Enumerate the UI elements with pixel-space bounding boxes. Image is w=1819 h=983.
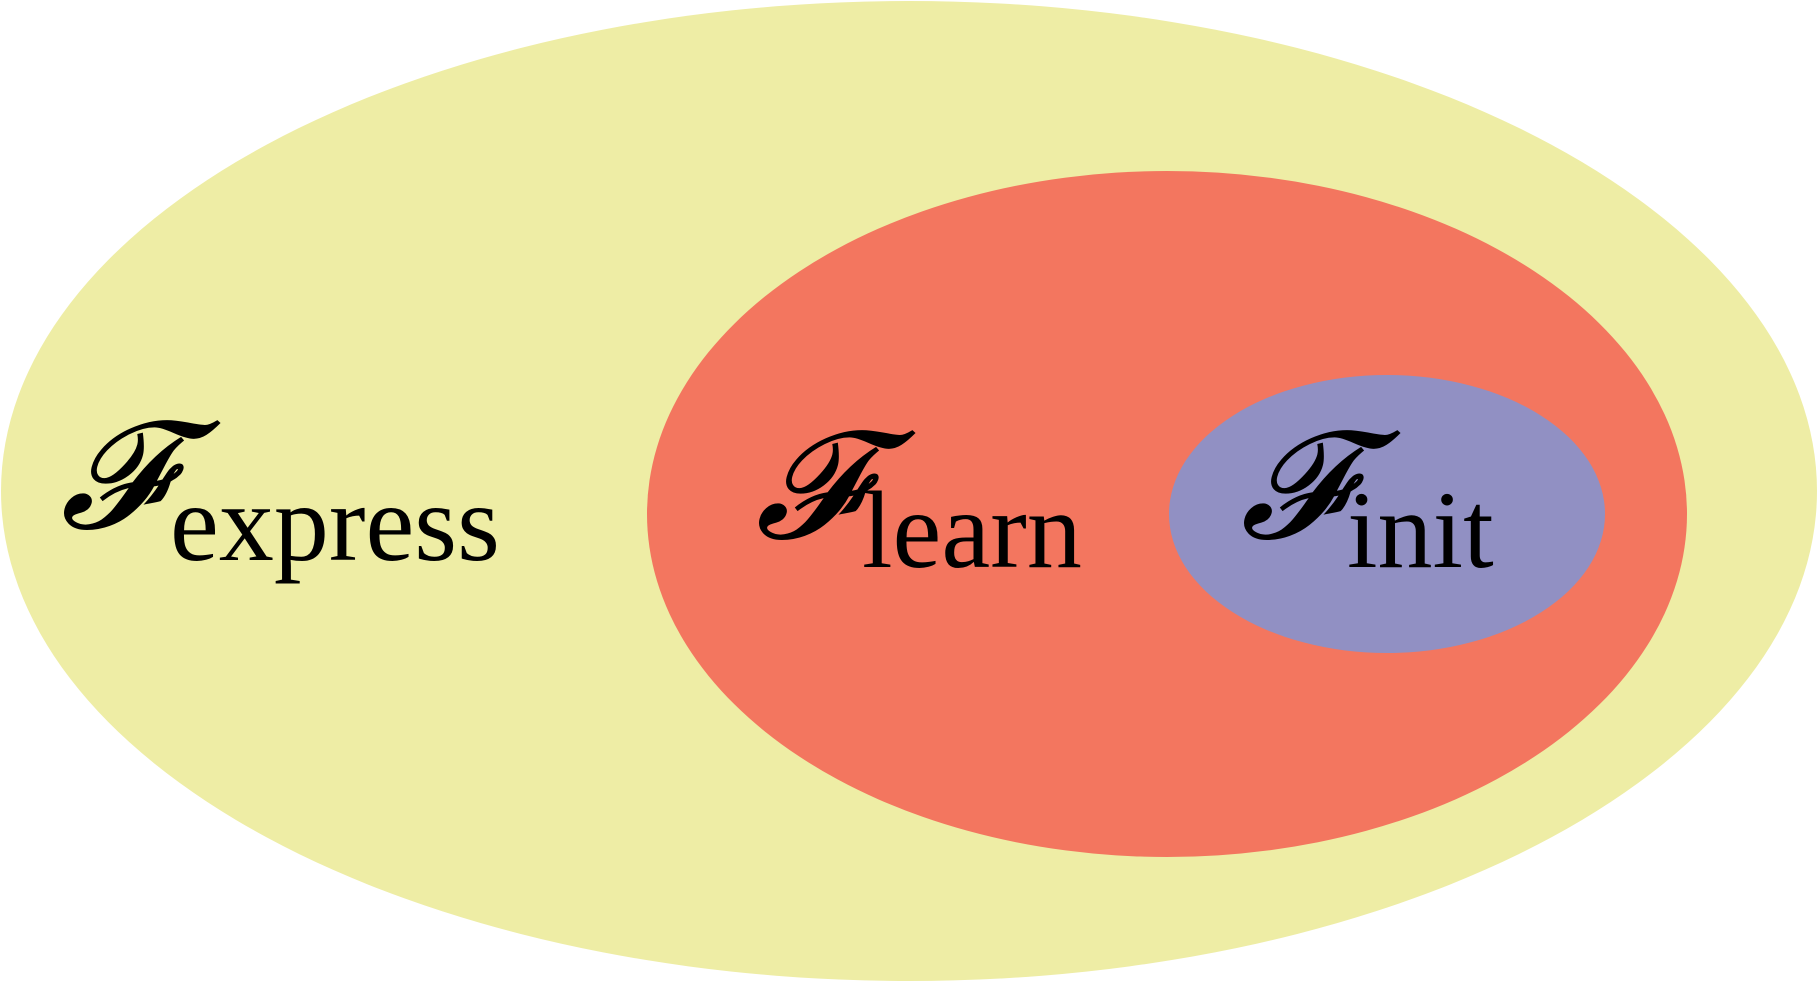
set-init-label: 𝓕 init bbox=[1240, 399, 1494, 591]
set-express-subscript: express bbox=[170, 462, 500, 584]
set-init-ellipse bbox=[1169, 375, 1605, 653]
set-express-label: 𝓕 express bbox=[60, 389, 500, 584]
set-init-subscript: init bbox=[1347, 469, 1494, 591]
set-learn-subscript: learn bbox=[862, 469, 1082, 591]
set-learn-ellipse bbox=[647, 171, 1687, 857]
